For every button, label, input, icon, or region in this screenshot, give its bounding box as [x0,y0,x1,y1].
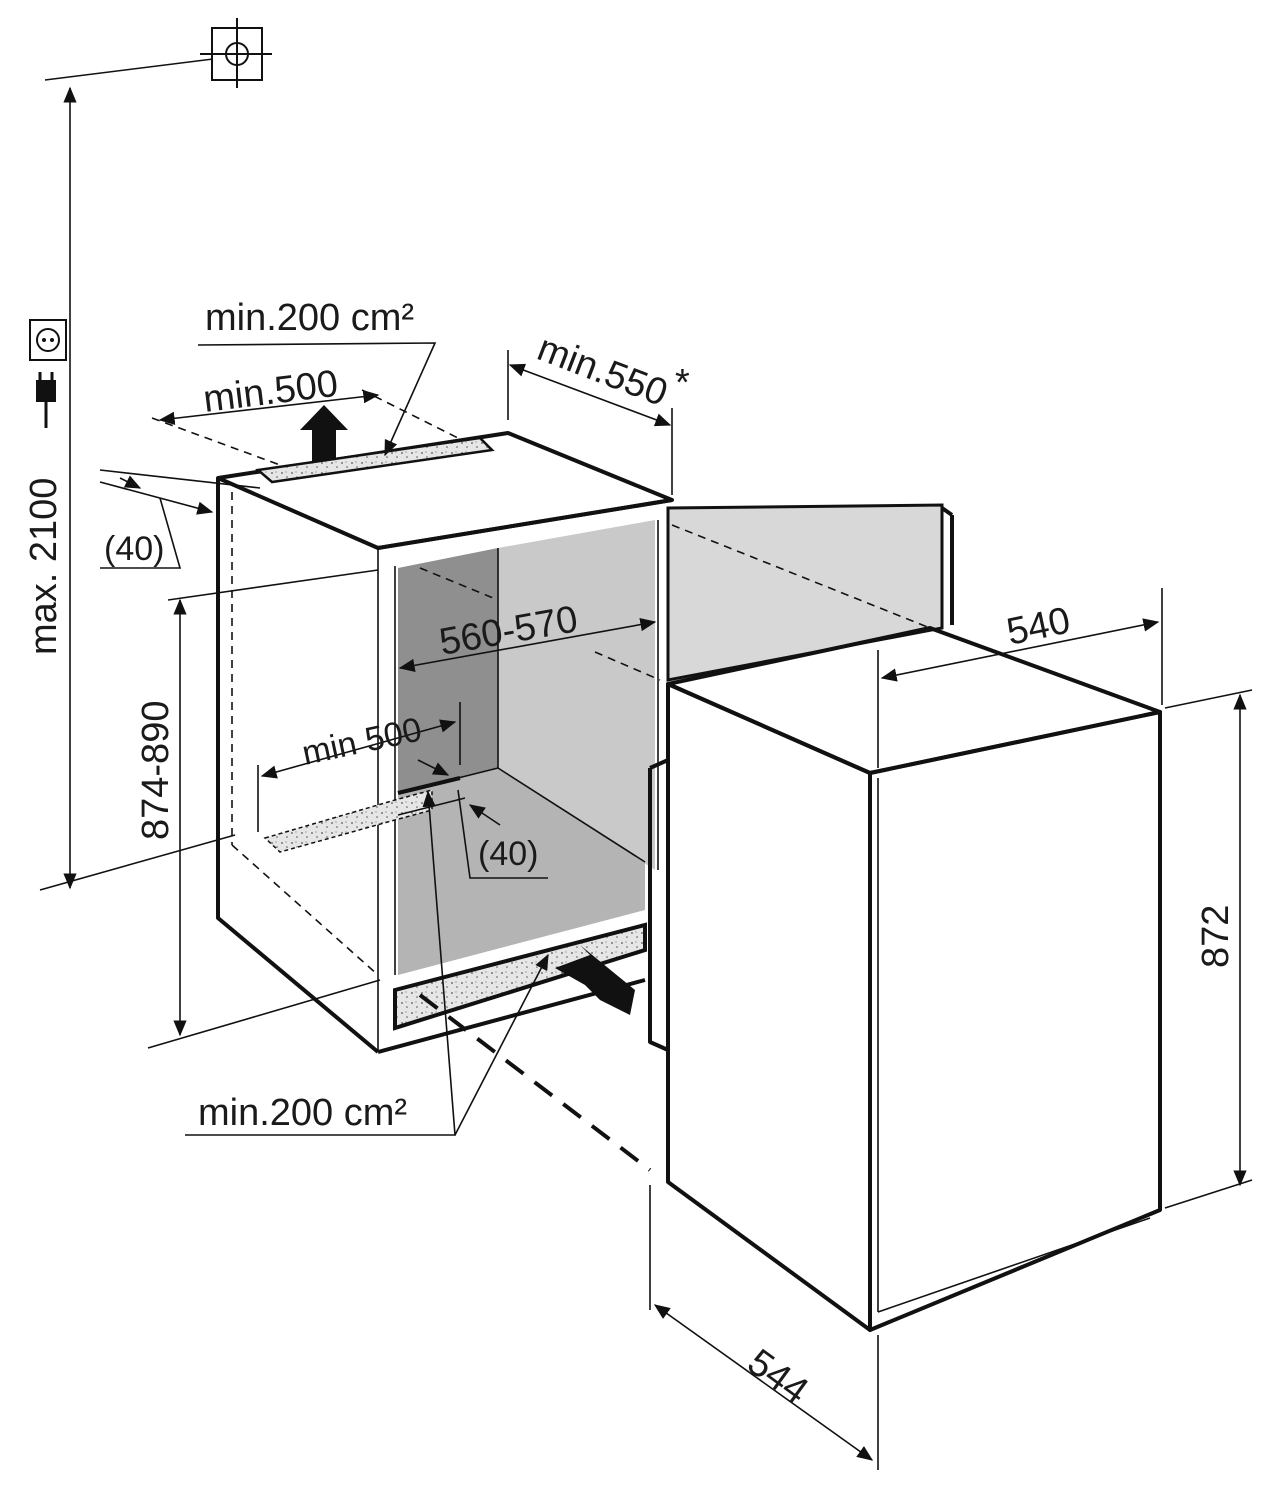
niche-depth-note: * [675,362,690,404]
niche-back-wall [398,548,498,793]
dimension-socket-height: max. 2100 [23,54,246,891]
dimension-vent-top-area: min.200 cm² [197,297,437,457]
appliance-width-label: 540 [1003,600,1074,654]
vent-top-area-label: min.200 cm² [205,297,414,339]
gap-line-2 [99,481,214,515]
gap-arrow-1 [417,759,450,776]
niche-height-label: 874-890 [135,701,177,840]
extension-line-bottom [1164,1179,1253,1209]
appliance-box [648,626,1162,1332]
appliance-height-label: 872 [1195,905,1237,968]
niche-depth-label: min.550 [532,327,673,415]
airflow-arrow-icon [300,405,348,462]
leader-line [100,497,182,569]
dimension-line [880,618,1160,682]
appliance-bottom-plinth [877,1217,1151,1313]
dimension-line [653,1304,874,1461]
top-vent-slot [255,436,495,484]
cabinet-hidden-edge-bottom [231,844,379,976]
insertion-guide-line [418,993,652,1172]
appliance-depth-label: 544 [740,1341,816,1412]
socket-height-label: max. 2100 [23,478,65,655]
extension-line-top [167,569,379,601]
appliance-side-face [666,682,872,1332]
airflow-arrow-icon [555,945,635,1015]
door-swing-hidden [671,524,931,629]
leader-line-2 [454,953,549,1136]
gap-arrow [119,475,142,489]
floor-vent-strip [263,789,433,853]
niche-side-floor-edge [497,767,646,863]
appliance-hinge-strip [648,758,670,1052]
power-plug-icon [36,372,56,428]
dimension-niche-height: 874-890 [135,569,381,1049]
dimension-top-gap: (40) [99,469,261,569]
extension-line-bottom [147,979,381,1049]
bottom-vent-grille [393,922,647,1031]
wall-mount-symbol-icon [200,18,272,88]
vent-bottom-area-label: min.200 cm² [198,1092,407,1134]
floor-vent-ledge [397,776,461,795]
top-vent [255,405,495,484]
extension-line-right [361,389,463,441]
leader-line [197,342,437,457]
dimension-vent-bottom-area: min.200 cm² [185,790,549,1136]
top-gap-label: (40) [104,530,164,568]
bottom-vent [393,922,647,1031]
gap-line-1 [99,469,261,489]
dimension-line [398,618,657,672]
dimension-floor-gap: (40) [417,759,548,879]
dimension-line [260,719,457,779]
door-edge [940,506,954,517]
cabinet-left-edge [216,478,380,1054]
gap-arrow-2 [468,804,501,826]
extension-line-top [1164,689,1253,709]
niche-floor [398,768,645,975]
dimension-appliance-height: 872 [1164,689,1253,1209]
cabinet-front-top [377,498,673,550]
extension-line-back [419,567,499,601]
appliance-front-face [868,710,1162,1332]
floor-gap-label: (40) [478,835,538,873]
power-socket-icon [29,319,67,361]
dimension-line [158,390,380,425]
niche-side-wall [498,520,655,870]
leader-line [457,789,548,879]
extension-line-left [151,417,281,466]
dimension-appliance-depth: 544 [649,1185,879,1470]
dimension-line [508,363,672,427]
